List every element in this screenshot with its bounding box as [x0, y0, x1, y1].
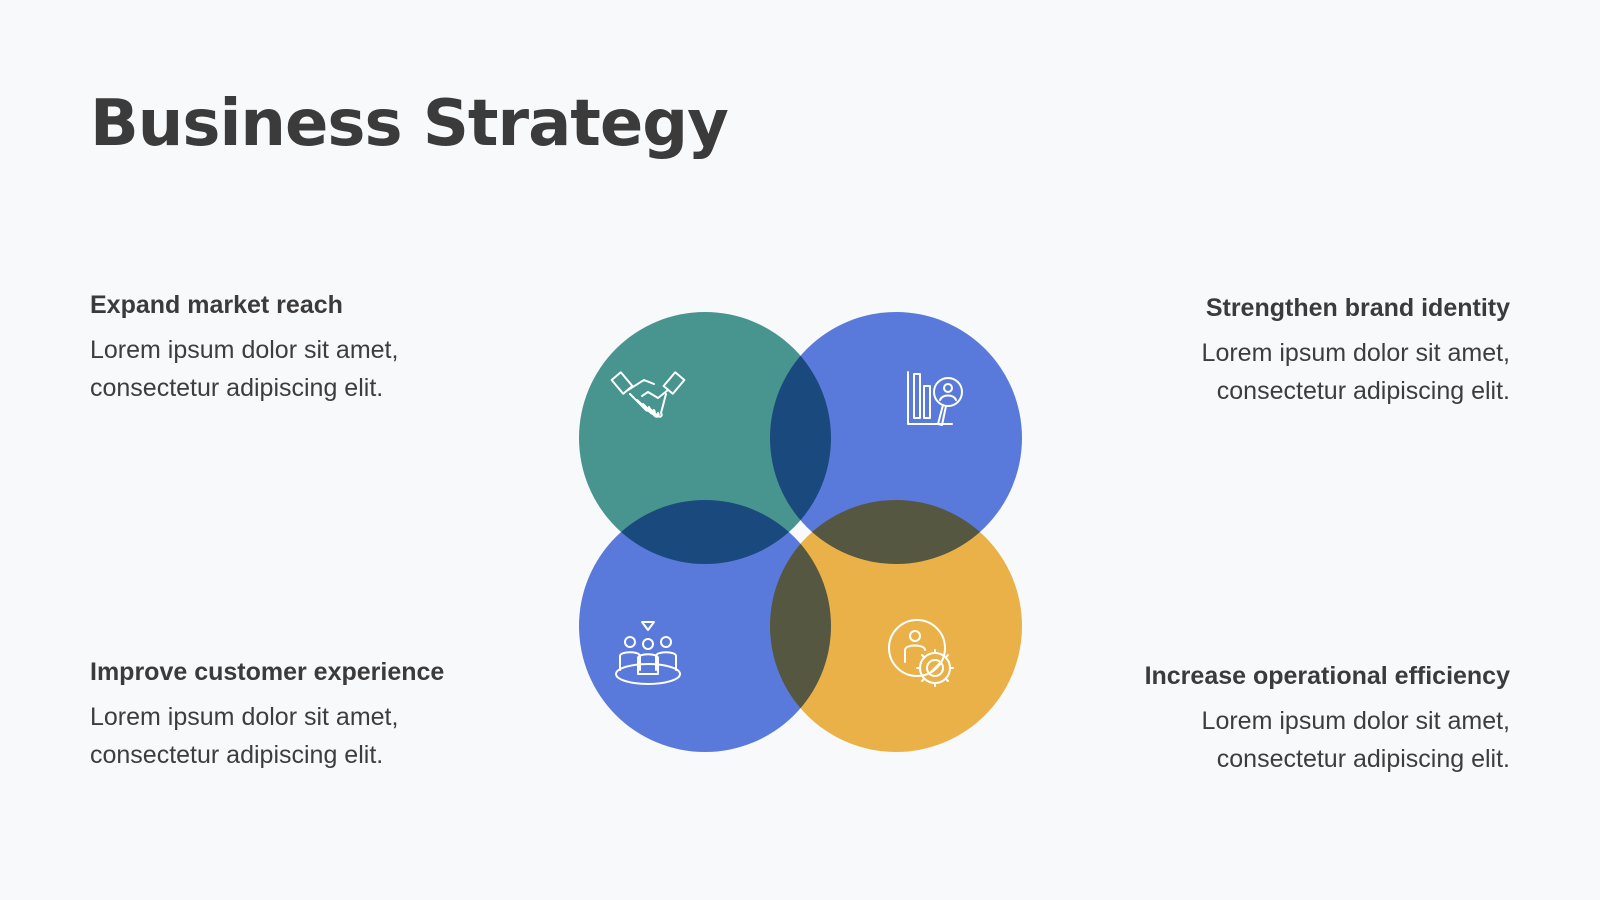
strategy-block-improve-customer-experience: Improve customer experience Lorem ipsum …: [90, 657, 520, 774]
page-title: Business Strategy: [90, 87, 729, 161]
description-line-2: consectetur adipiscing elit.: [1216, 377, 1510, 406]
description-line-2: consectetur adipiscing elit.: [1216, 745, 1510, 774]
description-line-1: Lorem ipsum dolor sit amet,: [90, 703, 399, 732]
analytics-person-icon: [907, 371, 963, 426]
circle-increase-operational-efficiency: [770, 500, 1022, 752]
person-gear-icon: [888, 619, 954, 687]
block-heading: Strengthen brand identity: [1205, 294, 1510, 322]
strategy-block-increase-operational-efficiency: Increase operational efficiency Lorem ip…: [1080, 661, 1510, 778]
strategy-block-expand-market-reach: Expand market reach Lorem ipsum dolor si…: [90, 290, 520, 407]
handshake-icon: [610, 371, 686, 418]
group-icon: [615, 621, 681, 685]
venn-diagram: [560, 298, 1030, 758]
block-description: Lorem ipsum dolor sit amet, consectetur …: [1080, 334, 1510, 410]
block-heading: Expand market reach: [90, 291, 343, 319]
block-description: Lorem ipsum dolor sit amet, consectetur …: [90, 698, 520, 774]
strategy-block-strengthen-brand-identity: Strengthen brand identity Lorem ipsum do…: [1080, 293, 1510, 410]
description-line-1: Lorem ipsum dolor sit amet,: [1201, 707, 1510, 736]
description-line-2: consectetur adipiscing elit.: [90, 741, 384, 770]
description-line-2: consectetur adipiscing elit.: [90, 374, 384, 403]
block-description: Lorem ipsum dolor sit amet, consectetur …: [90, 331, 520, 407]
block-heading: Increase operational efficiency: [1144, 662, 1510, 690]
block-description: Lorem ipsum dolor sit amet, consectetur …: [1080, 702, 1510, 778]
block-heading: Improve customer experience: [90, 658, 445, 686]
description-line-1: Lorem ipsum dolor sit amet,: [90, 336, 399, 365]
description-line-1: Lorem ipsum dolor sit amet,: [1201, 339, 1510, 368]
